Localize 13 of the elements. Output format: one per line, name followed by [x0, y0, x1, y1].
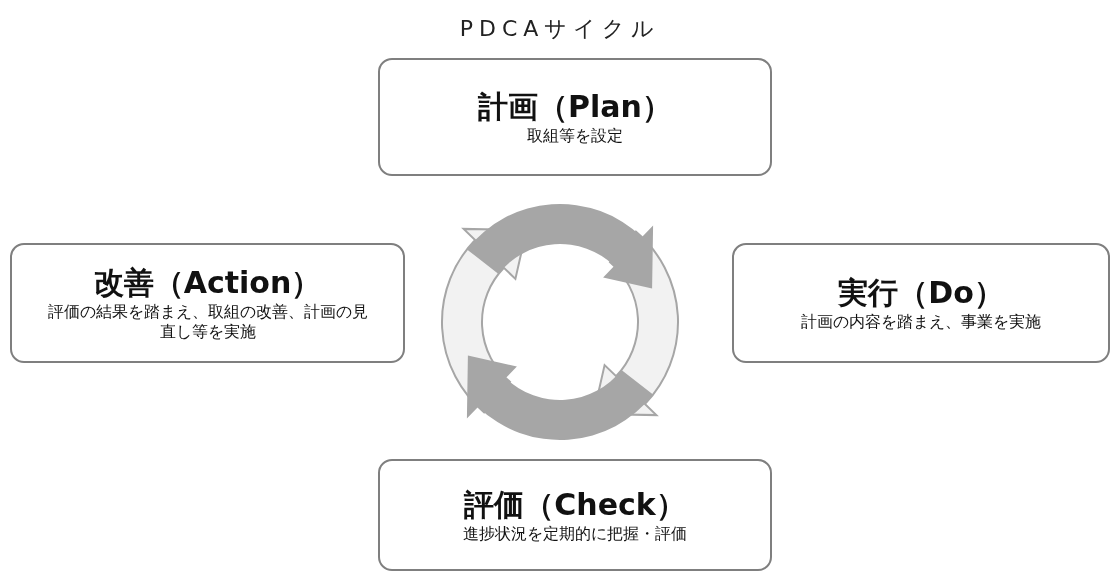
step-description: 計画の内容を踏まえ、事業を実施	[801, 312, 1041, 332]
step-description: 評価の結果を踏まえ、取組の改善、計画の見直し等を実施	[46, 302, 369, 342]
step-box	[732, 243, 1110, 363]
step-heading: 評価（Check）	[464, 486, 686, 524]
step-box	[10, 243, 405, 363]
step-heading: 改善（Action）	[93, 264, 322, 302]
step-heading: 実行（Do）	[838, 274, 1004, 312]
step-description: 取組等を設定	[527, 126, 623, 146]
step-heading: 計画（Plan）	[478, 88, 672, 126]
step-description: 進捗状況を定期的に把握・評価	[463, 524, 687, 544]
step-box	[378, 459, 772, 571]
title: PDCAサイクル	[458, 15, 662, 43]
step-box	[378, 58, 772, 176]
